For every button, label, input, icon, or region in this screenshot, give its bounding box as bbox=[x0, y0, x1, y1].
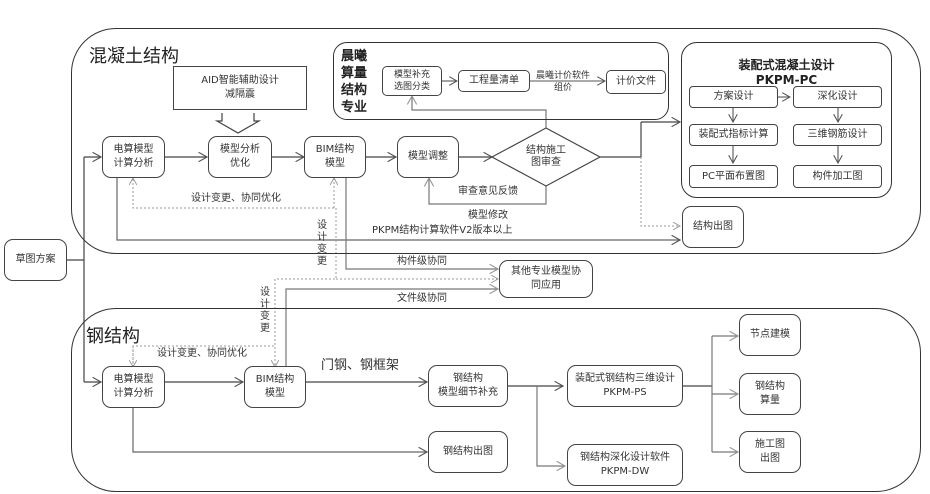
other-discipline[interactable]: 其他专业模型协 同应用 bbox=[499, 260, 593, 298]
steel-quantity[interactable]: 钢结构 算量 bbox=[739, 373, 801, 415]
cost-supplement[interactable]: 模型补充 选图分类 bbox=[382, 66, 442, 96]
pc-flow bbox=[733, 97, 838, 163]
concrete-section-title: 混凝土结构 bbox=[89, 46, 179, 67]
steel-fanout bbox=[711, 336, 738, 452]
steel-node[interactable]: 节点建模 bbox=[739, 314, 801, 356]
component-level-label: 构件级协同 bbox=[397, 256, 447, 267]
steel-calc-model[interactable]: 电算模型 计算分析 bbox=[102, 366, 165, 408]
model-modify-label: 模型修改 bbox=[468, 210, 508, 221]
pc-deep[interactable]: 深化设计 bbox=[793, 86, 882, 108]
file-level-line bbox=[285, 289, 498, 367]
review-diamond bbox=[490, 127, 602, 187]
cost-bill[interactable]: 工程量清单 bbox=[458, 70, 530, 92]
pc-title-text: 装配式混凝土设计 bbox=[738, 58, 835, 72]
cost-group bbox=[333, 42, 669, 120]
steel-output[interactable]: 钢结构出图 bbox=[428, 431, 508, 473]
concrete-aid[interactable]: AID智能辅助设计 减隔震 bbox=[173, 66, 307, 110]
concrete-calc-model[interactable]: 电算模型 计算分析 bbox=[102, 136, 165, 178]
concrete-main-flow bbox=[165, 122, 680, 157]
pc-scheme[interactable]: 方案设计 bbox=[689, 86, 778, 108]
pc-title: 装配式混凝土设计 PKPM-PC bbox=[681, 58, 892, 88]
steel-section bbox=[71, 308, 921, 492]
concrete-bim[interactable]: BIM结构 模型 bbox=[304, 136, 366, 178]
design-change-loop-concrete bbox=[133, 178, 334, 209]
concrete-model-opt[interactable]: 模型分析 优化 bbox=[208, 136, 272, 178]
steel-drawing[interactable]: 施工图 出图 bbox=[739, 431, 801, 473]
steel-main-flow bbox=[165, 382, 712, 386]
cost-file[interactable]: 计价文件 bbox=[606, 70, 666, 94]
software-line bbox=[116, 178, 680, 240]
steel-design-change-label: 设计变更、协同优化 bbox=[157, 348, 247, 359]
review-text: 结构施工 图审查 bbox=[526, 145, 566, 168]
pc-component[interactable]: 构件加工图 bbox=[793, 165, 882, 188]
pc-index[interactable]: 装配式指标计算 bbox=[689, 124, 778, 146]
review-feedback-label: 审查意见反馈 bbox=[458, 186, 518, 197]
concrete-output[interactable]: 结构出图 bbox=[682, 206, 744, 248]
pc-rebar[interactable]: 三维钢筋设计 bbox=[793, 124, 882, 146]
pc-group bbox=[681, 42, 892, 198]
cost-group-title: 晨曦算量结构专业 bbox=[341, 49, 368, 115]
steel-detail[interactable]: 钢结构 模型细节补充 bbox=[428, 365, 508, 407]
portal-frame-label: 门钢、钢框架 bbox=[321, 358, 400, 373]
file-level-label: 文件级协同 bbox=[397, 293, 447, 304]
software-note: PKPM结构计算软件V2版本以上 bbox=[372, 225, 513, 236]
cost-pricing-label: 晨曦计价软件 组价 bbox=[536, 71, 591, 93]
steel-bim[interactable]: BIM结构 模型 bbox=[244, 366, 306, 408]
concrete-section bbox=[71, 28, 921, 254]
component-level-line bbox=[345, 178, 498, 269]
pc-subtitle: PKPM-PC bbox=[755, 73, 818, 87]
sketch-plan[interactable]: 草图方案 bbox=[4, 239, 67, 281]
steel-design-change-vertical: 设计变更 bbox=[260, 287, 270, 334]
design-change-dotted bbox=[275, 208, 337, 367]
steel-section-title: 钢结构 bbox=[86, 326, 140, 347]
steel-dw[interactable]: 钢结构深化设计软件 PKPM-DW bbox=[567, 444, 683, 486]
concrete-design-change-vertical: 设计变更 bbox=[317, 220, 327, 267]
concrete-adjust[interactable]: 模型调整 bbox=[397, 136, 459, 178]
steel-ps[interactable]: 装配式钢结构三维设计 PKPM-PS bbox=[567, 365, 683, 407]
aid-down-arrow bbox=[214, 113, 262, 134]
dotted-to-output bbox=[640, 157, 680, 226]
concrete-design-change-label: 设计变更、协同优化 bbox=[191, 193, 281, 204]
pc-layout[interactable]: PC平面布置图 bbox=[689, 165, 778, 188]
